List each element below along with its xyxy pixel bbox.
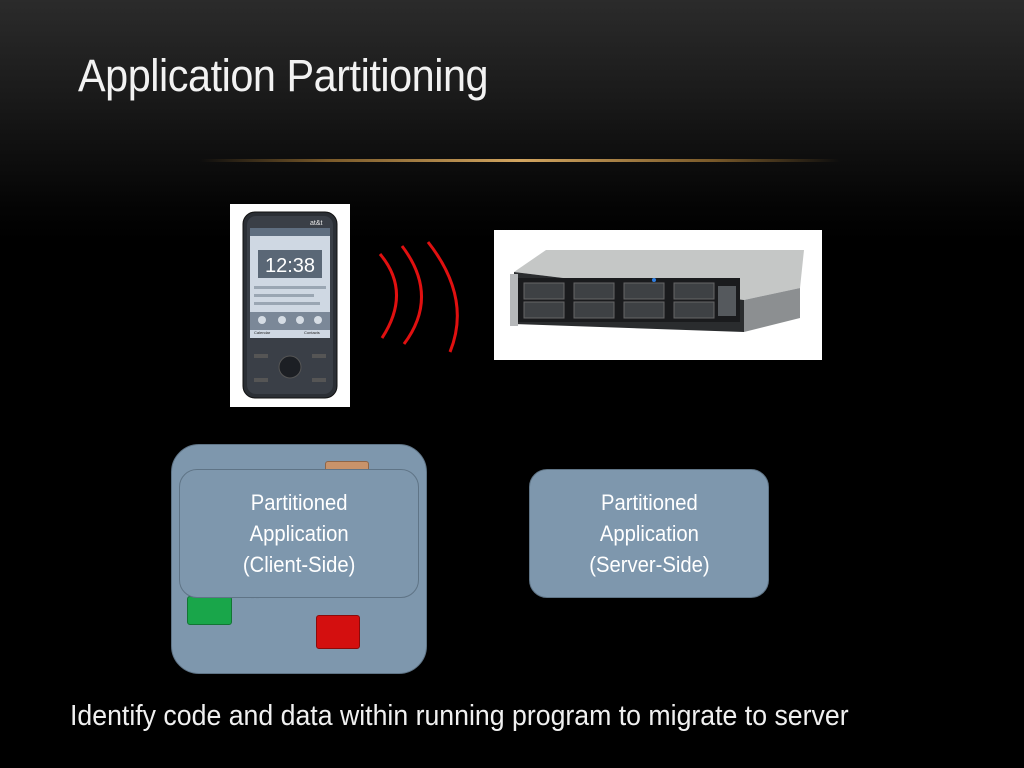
title-background [0,0,1024,240]
slide-caption: Identify code and data within running pr… [70,700,849,732]
client-side-label: Partitioned Application (Client-Side) [243,487,355,580]
client-label-line1: Partitioned [250,490,348,515]
server-image [494,230,822,360]
server-label-line3: (Server-Side) [588,552,710,577]
client-side-partition-box: Partitioned Application (Client-Side) [179,469,419,598]
carrier-label: at&t [310,220,323,227]
server-label-line1: Partitioned [600,490,698,515]
title-divider [200,159,840,162]
client-label-line3: (Client-Side) [242,552,356,577]
server-side-label: Partitioned Application (Server-Side) [589,487,709,580]
device-green-button [187,596,232,625]
server-label-line2: Application [599,521,699,546]
contacts-tab-label: Contacts [304,330,320,335]
clock-readout: 12:38 [265,255,315,277]
server-side-partition-box: Partitioned Application (Server-Side) [529,469,769,598]
slide-title: Application Partitioning [78,50,489,101]
client-label-line2: Application [249,521,349,546]
calendar-tab-label: Calendar [254,330,271,335]
device-red-button [316,615,360,649]
wireless-signal-icon [378,241,459,353]
smartphone-image: at&t 12:38 Calendar Contacts [230,204,350,407]
